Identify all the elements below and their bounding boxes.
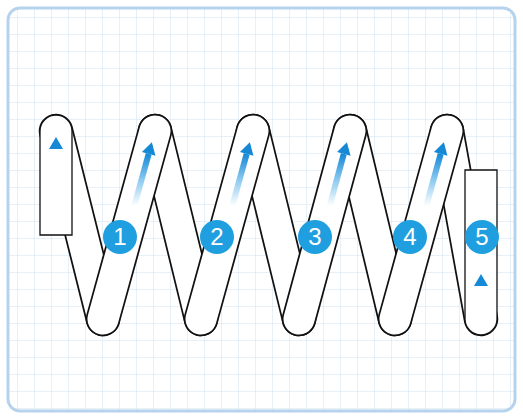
front-strip-outline	[299, 131, 350, 319]
arrow-head	[142, 142, 155, 155]
graph-paper-panel	[8, 8, 515, 411]
front-strip	[103, 131, 155, 319]
callout-number: 4	[403, 225, 416, 249]
front-strip-outline	[103, 131, 155, 319]
callout-number: 5	[475, 225, 488, 249]
arrow-shaft	[232, 154, 246, 206]
arrow-head	[337, 142, 351, 155]
arrow-head	[49, 137, 63, 149]
callout-circle: 2	[200, 220, 234, 254]
folded-strip	[40, 115, 497, 335]
callout-circle: 3	[298, 220, 332, 254]
front-strip	[299, 131, 350, 319]
arrow-shaft	[53, 149, 59, 202]
arrow-shaft	[134, 154, 148, 206]
arrow-shaft	[330, 154, 344, 206]
direction-arrow	[49, 137, 63, 202]
direction-arrow	[232, 142, 253, 206]
callout-number: 1	[113, 225, 126, 249]
direction-arrow	[134, 142, 155, 206]
direction-arrow	[474, 274, 488, 303]
callout-number: 3	[308, 225, 321, 249]
front-strip-outline	[201, 131, 253, 319]
arrow-head	[474, 274, 488, 286]
direction-arrow	[330, 142, 351, 206]
strip-start	[40, 115, 72, 235]
callout-circle: 1	[103, 220, 137, 254]
callout-circle: 5	[465, 220, 499, 254]
callout-number: 2	[210, 225, 223, 249]
front-strip	[201, 131, 253, 319]
direction-arrow	[426, 142, 447, 206]
callout-circle: 4	[393, 220, 427, 254]
arrow-head	[434, 142, 447, 155]
arrow-head	[240, 142, 253, 155]
arrow-shaft	[426, 154, 440, 206]
arrow-shaft	[478, 286, 484, 303]
